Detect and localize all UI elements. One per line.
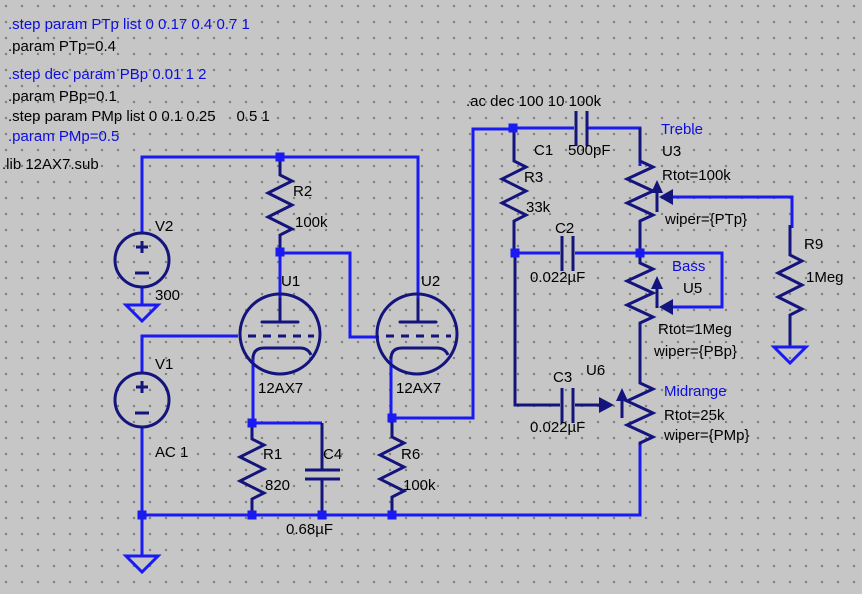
triode-U1[interactable] bbox=[238, 292, 322, 376]
value-label-C4[interactable]: 0.68µF bbox=[286, 521, 333, 538]
potentiometer-U6-midrange[interactable] bbox=[616, 380, 657, 445]
value-label-C2[interactable]: 0.022µF bbox=[530, 269, 586, 286]
ref-label-C4[interactable]: C4 bbox=[323, 446, 343, 463]
resistor-R1[interactable] bbox=[236, 423, 268, 515]
capacitor-C1[interactable] bbox=[574, 111, 589, 146]
triode-U2[interactable] bbox=[375, 292, 459, 376]
value-label-R6[interactable]: 100k bbox=[403, 477, 436, 494]
rtot-label-U6[interactable]: Rtot=25k bbox=[664, 407, 725, 424]
wiper-arrowhead-icon bbox=[659, 189, 673, 205]
value-label-R2[interactable]: 100k bbox=[295, 214, 328, 231]
ref-label-V2[interactable]: V2 bbox=[155, 218, 174, 235]
wire-c3-mid-wiper[interactable] bbox=[513, 253, 600, 407]
ref-label-U5[interactable]: U5 bbox=[683, 280, 703, 297]
ground-icon[interactable] bbox=[770, 345, 810, 366]
wire-v1-to-u1-grid[interactable] bbox=[140, 334, 238, 372]
ref-label-C2[interactable]: C2 bbox=[555, 220, 575, 237]
wire-treble-wiper-out[interactable] bbox=[670, 195, 794, 228]
ref-label-U6[interactable]: U6 bbox=[586, 362, 606, 379]
spice-directive[interactable]: .lib 12AX7.sub bbox=[2, 156, 99, 173]
resistor-R6[interactable] bbox=[376, 418, 408, 515]
wiper-label-U6[interactable]: wiper={PMp} bbox=[664, 427, 750, 444]
ref-label-R3[interactable]: R3 bbox=[524, 169, 544, 186]
junction-nodes bbox=[137, 123, 645, 520]
wiper-arrowhead-icon bbox=[616, 388, 628, 401]
value-label-C3[interactable]: 0.022µF bbox=[530, 419, 586, 436]
ref-label-U1[interactable]: U1 bbox=[281, 273, 301, 290]
ref-label-R1[interactable]: R1 bbox=[263, 446, 283, 463]
ref-label-U3[interactable]: U3 bbox=[662, 143, 682, 160]
value-label-V2[interactable]: 300 bbox=[155, 287, 181, 304]
ground-icon[interactable] bbox=[122, 303, 162, 324]
potentiometer-U3-treble[interactable] bbox=[623, 128, 673, 253]
spice-directive[interactable]: .ac dec 100 10 100k bbox=[466, 93, 602, 110]
wiper-label-U5[interactable]: wiper={PBp} bbox=[654, 343, 737, 360]
title-label-midrange[interactable]: Midrange bbox=[664, 383, 727, 400]
ref-label-V1[interactable]: V1 bbox=[155, 356, 174, 373]
ref-label-U2[interactable]: U2 bbox=[421, 273, 441, 290]
wiper-arrowhead-icon bbox=[599, 397, 614, 413]
value-label-R1[interactable]: 820 bbox=[265, 477, 291, 494]
capacitor-C4[interactable] bbox=[305, 423, 340, 515]
wiper-arrowhead-icon bbox=[659, 299, 673, 315]
rtot-label-U5[interactable]: Rtot=1Meg bbox=[658, 321, 732, 338]
voltage-source-V2[interactable] bbox=[113, 231, 171, 289]
rtot-label-U3[interactable]: Rtot=100k bbox=[662, 167, 731, 184]
resistor-R3[interactable] bbox=[498, 128, 530, 253]
spice-directive[interactable]: .step dec param PBp 0.01 1 2 bbox=[8, 66, 207, 83]
spice-directive[interactable]: .step param PTp list 0 0.17 0.4 0.7 1 bbox=[8, 16, 250, 33]
ref-label-R9[interactable]: R9 bbox=[804, 236, 824, 253]
value-label-R9[interactable]: 1Meg bbox=[806, 269, 844, 286]
capacitor-C2[interactable] bbox=[560, 236, 575, 271]
wiper-label-U3[interactable]: wiper={PTp} bbox=[665, 211, 748, 228]
wire-ground-rail[interactable] bbox=[142, 443, 642, 517]
wiper-arrowhead-icon bbox=[651, 180, 663, 193]
resistor-R2[interactable] bbox=[264, 157, 296, 253]
wire-u1-cathode[interactable] bbox=[251, 356, 322, 425]
voltage-source-V1[interactable] bbox=[113, 371, 171, 429]
ref-label-C3[interactable]: C3 bbox=[553, 369, 573, 386]
ref-label-C1[interactable]: C1 bbox=[534, 142, 554, 159]
ref-label-R2[interactable]: R2 bbox=[293, 183, 313, 200]
ground-icon[interactable] bbox=[122, 554, 162, 575]
spice-directive[interactable]: .step param PMp list 0 0.1 0.25 0.5 1 bbox=[8, 108, 270, 125]
capacitor-C3[interactable] bbox=[560, 388, 575, 423]
wire-u1-plate-to-u2-grid[interactable] bbox=[278, 251, 379, 339]
value-label-U1[interactable]: 12AX7 bbox=[258, 380, 304, 397]
title-label-treble[interactable]: Treble bbox=[661, 121, 703, 138]
resistor-R9[interactable] bbox=[774, 225, 806, 345]
ref-label-R6[interactable]: R6 bbox=[401, 446, 421, 463]
plus-sign-icon bbox=[136, 381, 148, 393]
cathode-icon bbox=[251, 346, 313, 360]
wiper-arrowhead-icon bbox=[651, 276, 663, 289]
value-label-C1[interactable]: 500pF bbox=[568, 142, 611, 159]
spice-directive[interactable]: .param PTp=0.4 bbox=[8, 38, 116, 55]
plus-sign-icon bbox=[136, 241, 148, 253]
wire-bass-wiper-loop[interactable] bbox=[640, 251, 724, 309]
spice-directive[interactable]: .param PMp=0.5 bbox=[8, 128, 120, 145]
spice-directive[interactable]: .param PBp=0.1 bbox=[8, 88, 117, 105]
value-label-V1[interactable]: AC 1 bbox=[155, 444, 189, 461]
potentiometer-U5-bass[interactable] bbox=[623, 253, 673, 380]
title-label-bass[interactable]: Bass bbox=[672, 258, 706, 275]
value-label-U2[interactable]: 12AX7 bbox=[396, 380, 442, 397]
cathode-icon bbox=[389, 346, 450, 360]
value-label-R3[interactable]: 33k bbox=[526, 199, 551, 216]
